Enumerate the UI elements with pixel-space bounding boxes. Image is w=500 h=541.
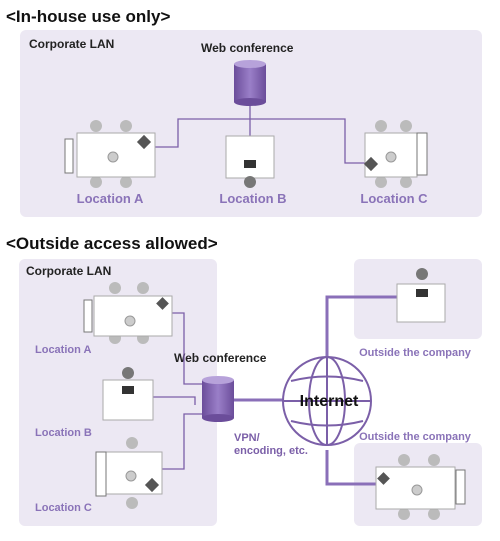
external-lines [234,295,398,486]
connection-lines-1 [150,104,370,164]
meeting-room-icon [95,437,163,509]
vpn-label-line2: encoding, etc. [234,445,308,457]
location-c-label-2: Location C [35,502,92,514]
corporate-lan-label-1: Corporate LAN [29,37,114,51]
globe-icon [282,356,372,446]
internet-label: Internet [300,393,359,410]
corporate-lan-panel-1 [20,30,482,217]
outside-label-1: Outside the company [359,347,472,359]
meeting-room-icon [83,282,173,344]
location-a-label-1: Location A [77,191,144,206]
location-c-label-1: Location C [360,191,428,206]
section2-heading: <Outside access allowed> [6,234,218,253]
meeting-room-icon [225,135,275,188]
corporate-lan-label-2: Corporate LAN [26,264,111,278]
vpn-label-line1: VPN/ [234,432,260,444]
laptop-icon [396,268,446,323]
location-b-label-2: Location B [35,427,92,439]
database-icon [202,376,234,422]
location-b-label-1: Location B [219,191,286,206]
outside-label-2: Outside the company [359,431,472,443]
meeting-room-icon [102,367,154,421]
server-label-1: Web conference [201,41,294,55]
location-a-label-2: Location A [35,344,91,356]
meeting-room-icon [375,454,466,520]
section1-heading: <In-house use only> [6,7,170,26]
meeting-room-icon [64,120,156,188]
server-label-2: Web conference [174,351,267,365]
meeting-room-icon [363,120,428,188]
database-icon [234,60,266,106]
